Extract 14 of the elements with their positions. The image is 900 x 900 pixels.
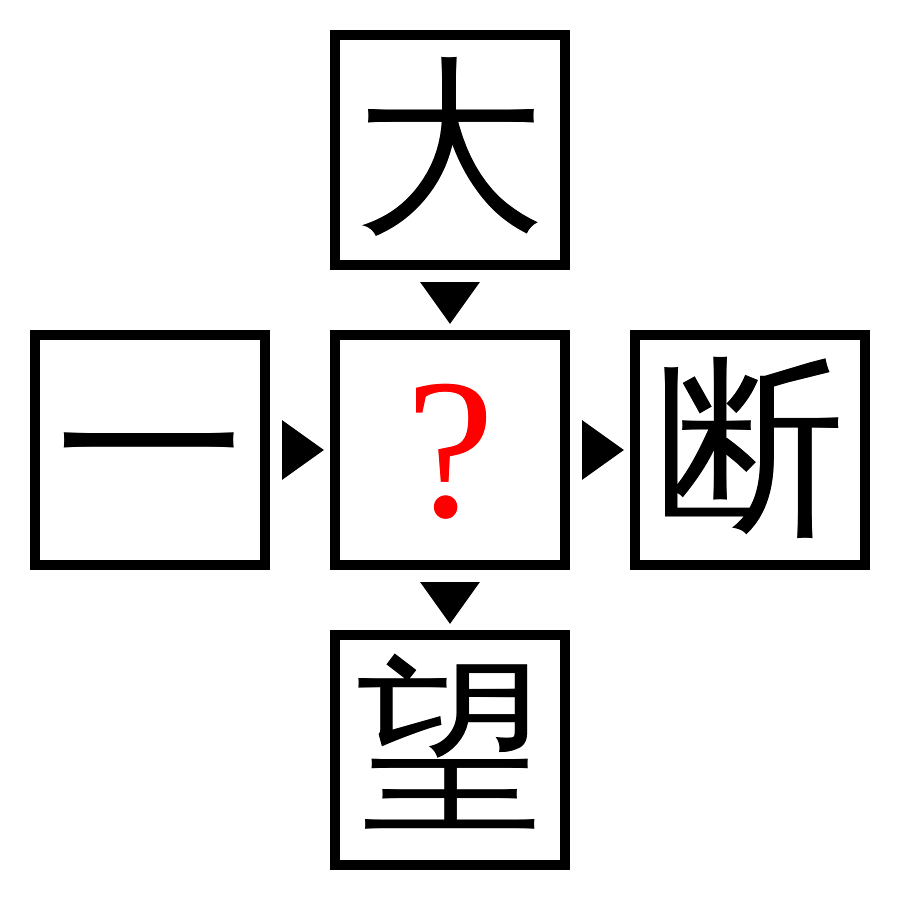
kanji-character: 一 [55,355,245,545]
character-tile [330,30,570,270]
question-mark: ? [406,350,494,550]
kanji-character: 大 [355,55,545,245]
arrow [582,420,624,480]
character-tile [630,330,870,570]
arrow [282,420,324,480]
kanji-character: 望 [355,655,545,845]
arrow [420,282,480,324]
question-tile [330,330,570,570]
kanji-character: 断 [655,355,845,545]
arrow [420,582,480,624]
character-tile [30,330,270,570]
character-tile [330,630,570,870]
